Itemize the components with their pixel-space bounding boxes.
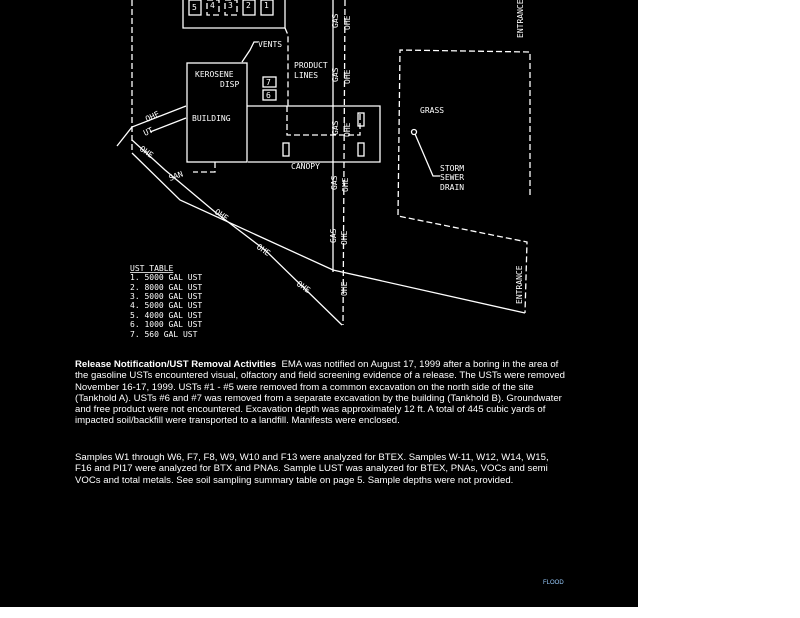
ust-7-label: 7	[266, 78, 271, 87]
building	[186, 62, 248, 163]
svg-text:OHE: OHE	[343, 15, 352, 30]
product-line	[284, 27, 289, 106]
ohe-wire	[131, 139, 343, 326]
lines-label: LINES	[294, 71, 318, 80]
tank-2: 2	[246, 1, 251, 10]
storm-drain-icon	[410, 128, 418, 136]
ust-6-label: 6	[266, 91, 271, 100]
entrance-label-bottom: ENTRANCE	[515, 265, 524, 304]
utility-labels: GAS OHE GAS OHE GAS OHE GAS OHE GAS OHE …	[329, 13, 352, 296]
ust-6	[262, 89, 277, 101]
ohe-line	[342, 0, 346, 326]
svg-text:OHE: OHE	[341, 177, 350, 192]
svg-text:GAS: GAS	[331, 13, 340, 28]
paragraph-text: EMA was notified on August 17, 1999 afte…	[75, 359, 565, 427]
entrance-label-top: ENTRANCE	[516, 0, 525, 38]
svg-text:GAS: GAS	[331, 120, 340, 135]
svg-text:6. 1000 GAL UST: 6. 1000 GAL UST	[130, 320, 202, 329]
grass-label: GRASS	[420, 106, 444, 115]
svg-text:GAS: GAS	[331, 67, 340, 82]
canopy-label: CANOPY	[291, 162, 320, 171]
disp-label: DISP	[220, 80, 239, 89]
svg-text:GAS: GAS	[330, 175, 339, 190]
svg-text:4. 5000 GAL UST: 4. 5000 GAL UST	[130, 301, 202, 310]
svg-text:7. 560 GAL UST: 7. 560 GAL UST	[130, 330, 198, 339]
vents-label: VENTS	[258, 40, 282, 49]
tank-4: 4	[210, 1, 215, 10]
svg-text:GAS: GAS	[329, 228, 338, 243]
storm-drain-leader	[414, 133, 440, 177]
grass-area	[397, 49, 531, 314]
svg-text:2. 8000 GAL UST: 2. 8000 GAL UST	[130, 283, 202, 292]
ut-label: UT	[142, 126, 155, 138]
dispenser	[357, 142, 365, 157]
svg-text:5. 4000 GAL UST: 5. 4000 GAL UST	[130, 311, 202, 320]
ust-table: UST TABLE 1. 5000 GAL UST 2. 8000 GAL US…	[130, 264, 202, 339]
dispenser	[357, 112, 365, 127]
svg-text:3. 5000 GAL UST: 3. 5000 GAL UST	[130, 292, 202, 301]
samples-paragraph: Samples W1 through W6, F7, F8, W9, W10 a…	[75, 452, 549, 486]
building-label: BUILDING	[192, 114, 231, 123]
tank-5: 5	[192, 3, 197, 12]
release-notification-paragraph: Release Notification/UST Removal Activit…	[75, 359, 565, 427]
tank-boxes: 5 4 3 2 1	[188, 0, 274, 16]
san-line	[193, 162, 216, 173]
scanned-page: 5 4 3 2 1 VENTS KEROSENE DISP BUILDING 7…	[0, 0, 638, 607]
canopy	[247, 105, 381, 163]
scan-stamp: FLOOD	[543, 580, 564, 586]
ohe-label: OHE	[255, 242, 272, 258]
ust-7	[262, 76, 277, 88]
kerosene-label: KEROSENE	[195, 70, 234, 79]
property-boundary	[131, 152, 526, 314]
sewer-label: SEWER	[440, 173, 464, 182]
drain-label: DRAIN	[440, 183, 464, 192]
svg-text:OHE: OHE	[340, 230, 349, 245]
svg-text:UST TABLE: UST TABLE	[130, 264, 174, 273]
product-lines-box	[286, 106, 361, 136]
san-label: SAN	[168, 169, 185, 182]
product-label: PRODUCT	[294, 61, 328, 70]
ohe-label: OHE	[138, 144, 155, 160]
site-map-diagram: 5 4 3 2 1 VENTS KEROSENE DISP BUILDING 7…	[116, 0, 531, 339]
svg-text:OHE: OHE	[340, 281, 349, 296]
ohe-label: OHE	[144, 109, 161, 123]
ohe-wire	[116, 105, 187, 147]
svg-text:OHE: OHE	[343, 69, 352, 84]
tank-1: 1	[264, 1, 269, 10]
storm-label: STORM	[440, 164, 464, 173]
tankhold-a	[182, 0, 286, 29]
vents-leader	[241, 41, 258, 63]
ut-line	[149, 117, 187, 133]
tank-3: 3	[228, 1, 233, 10]
svg-text:1. 5000 GAL UST: 1. 5000 GAL UST	[130, 273, 202, 282]
dispenser	[282, 142, 290, 157]
svg-text:OHE: OHE	[343, 122, 352, 137]
section-heading: Release Notification/UST Removal Activit…	[75, 359, 277, 370]
